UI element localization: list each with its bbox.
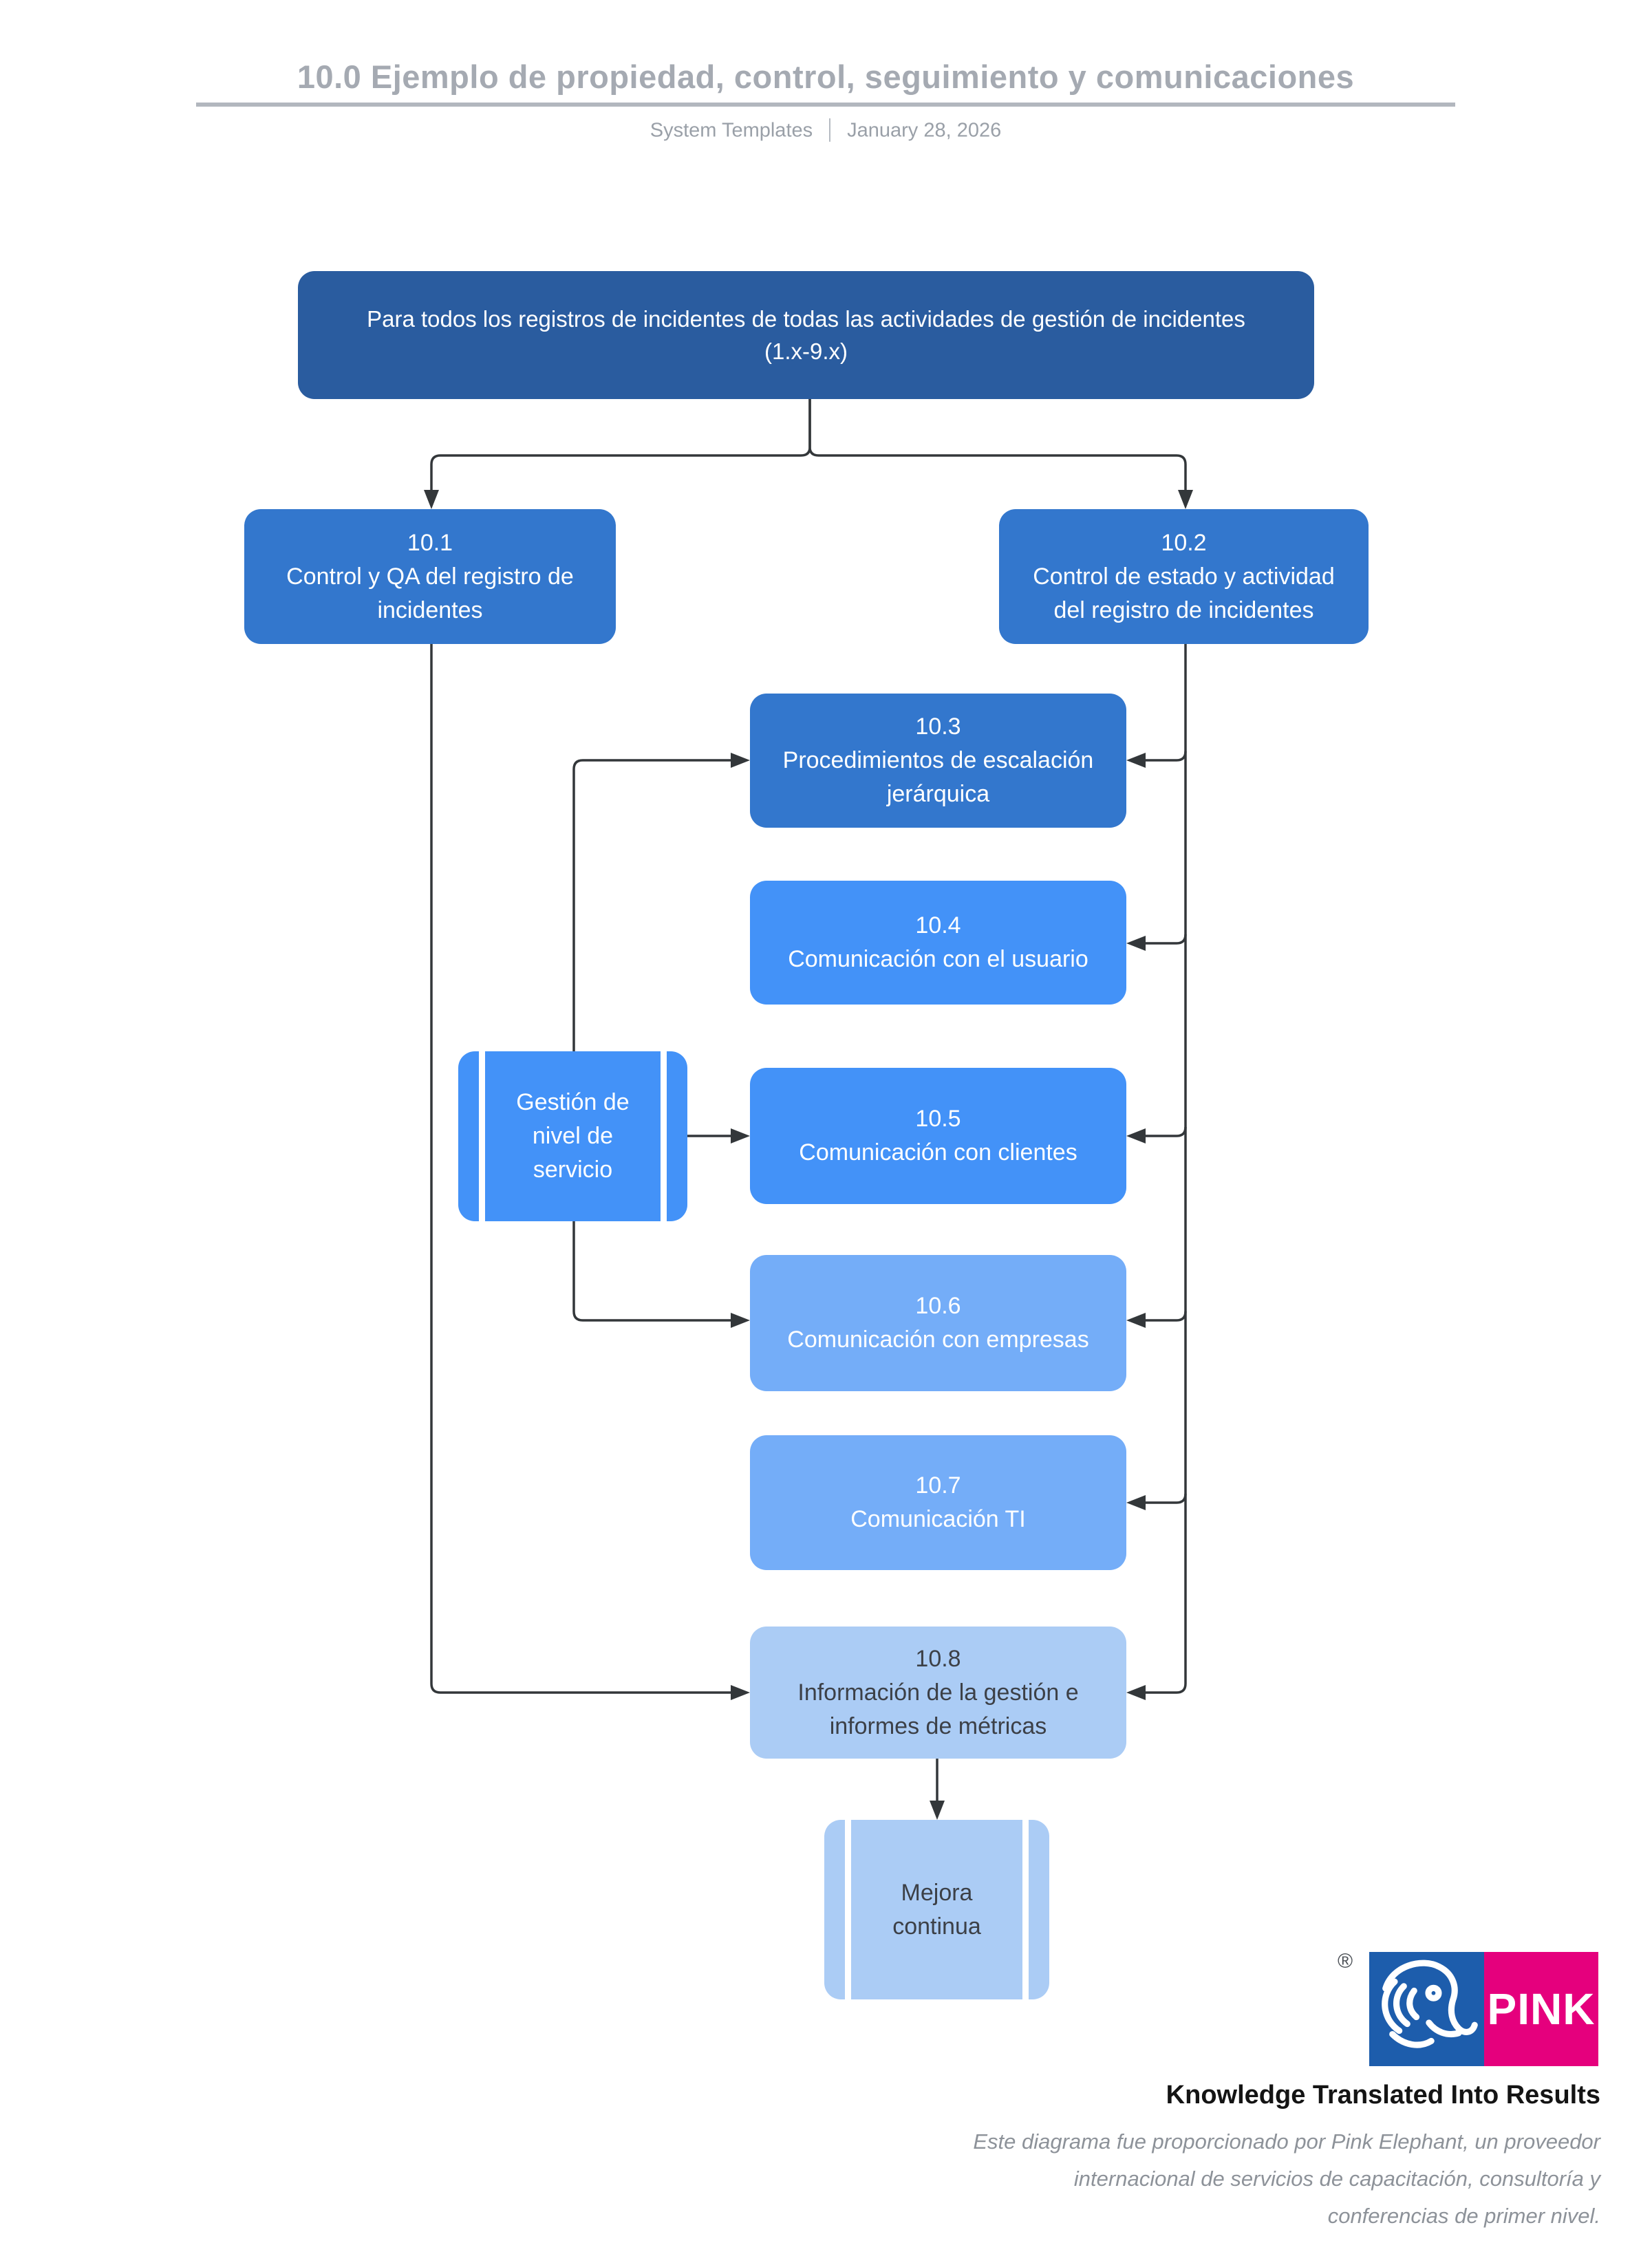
header-meta: System Templates January 28, 2026 (196, 118, 1455, 144)
edge-slm-to-10-6 (572, 1221, 750, 1328)
node-service-level-management: Gestión de nivel de servicio (458, 1051, 687, 1221)
node-number: 10.5 (915, 1106, 961, 1132)
node-banner-text: Para todos los registros de incidentes d… (367, 306, 1245, 332)
node-label: Procedimientos de escalación jerárquica (782, 747, 1094, 807)
node-label: Mejora continua (892, 1879, 981, 1940)
node-10-1: 10.1 Control y QA del registro de incide… (244, 509, 616, 644)
node-10-3: 10.3 Procedimientos de escalación jerárq… (750, 694, 1126, 828)
elephant-icon (1382, 1960, 1478, 2048)
logo-wordmark-panel: PINK (1484, 1952, 1598, 2066)
page-title: 10.0 Ejemplo de propiedad, control, segu… (297, 58, 1355, 95)
edge-slm-to-10-3 (572, 753, 750, 1051)
node-number: 10.8 (915, 1645, 961, 1672)
doc-source: System Templates (650, 119, 813, 142)
node-label: Gestión de nivel de servicio (516, 1089, 630, 1183)
node-10-5: 10.5 Comunicación con clientes (750, 1068, 1126, 1204)
node-number: 10.7 (915, 1472, 961, 1499)
title-underline (196, 103, 1455, 107)
edge-banner-to-10-1 (424, 399, 811, 509)
doc-date: January 28, 2026 (847, 119, 1002, 142)
edge-10-2-to-10-4 (1126, 934, 1187, 951)
registered-trademark-symbol: ® (1338, 1950, 1353, 1973)
node-label: Comunicación TI (850, 1506, 1026, 1532)
node-banner: Para todos los registros de incidentes d… (298, 271, 1314, 399)
node-continuous-improvement: Mejora continua (824, 1820, 1049, 1999)
node-10-6: 10.6 Comunicación con empresas (750, 1255, 1126, 1391)
node-number: 10.3 (915, 713, 961, 740)
edge-10-2-to-10-5 (1126, 1126, 1187, 1144)
node-number: 10.2 (1161, 529, 1207, 556)
node-number: 10.6 (915, 1293, 961, 1319)
node-label: Control y QA del registro de incidentes (286, 563, 574, 623)
node-label: Control de estado y actividad del regist… (1033, 563, 1335, 623)
node-10-8: 10.8 Información de la gestión e informe… (750, 1627, 1126, 1759)
node-10-4: 10.4 Comunicación con el usuario (750, 881, 1126, 1005)
logo-wordmark: PINK (1487, 1984, 1596, 2034)
edge-10-2-to-10-6 (1126, 1311, 1187, 1328)
edge-10-2-to-10-7 (1126, 1493, 1187, 1510)
predefined-process-bar-right (661, 1051, 667, 1221)
node-banner-range: (1.x-9.x) (764, 339, 848, 364)
credit-line: Este diagrama fue proporcionado por Pink… (973, 2129, 1600, 2154)
node-label: Información de la gestión e informes de … (797, 1679, 1079, 1739)
credit-line: conferencias de primer nivel. (1327, 2204, 1600, 2228)
logo-tagline: Knowledge Translated Into Results (1166, 2081, 1600, 2110)
predefined-process-bar-right (1022, 1820, 1029, 1999)
node-label: Comunicación con empresas (787, 1327, 1089, 1353)
edge-10-2-spine-to-10-8 (1126, 644, 1187, 1700)
edge-banner-to-10-2 (808, 399, 1193, 509)
predefined-process-bar-left (845, 1820, 851, 1999)
node-number: 10.4 (915, 912, 961, 938)
provider-credit: Este diagrama fue proporcionado por Pink… (775, 2123, 1600, 2235)
edge-10-2-to-10-3 (1126, 751, 1187, 768)
node-10-7: 10.7 Comunicación TI (750, 1435, 1126, 1570)
node-label: Comunicación con el usuario (788, 946, 1088, 972)
node-number: 10.1 (407, 529, 453, 556)
header: 10.0 Ejemplo de propiedad, control, segu… (196, 58, 1455, 96)
predefined-process-bar-left (479, 1051, 485, 1221)
credit-line: internacional de servicios de capacitaci… (1073, 2167, 1600, 2191)
pink-elephant-logo (1369, 1952, 1484, 2066)
node-10-2: 10.2 Control de estado y actividad del r… (999, 509, 1369, 644)
meta-separator (829, 118, 831, 142)
node-label: Comunicación con clientes (799, 1139, 1077, 1166)
